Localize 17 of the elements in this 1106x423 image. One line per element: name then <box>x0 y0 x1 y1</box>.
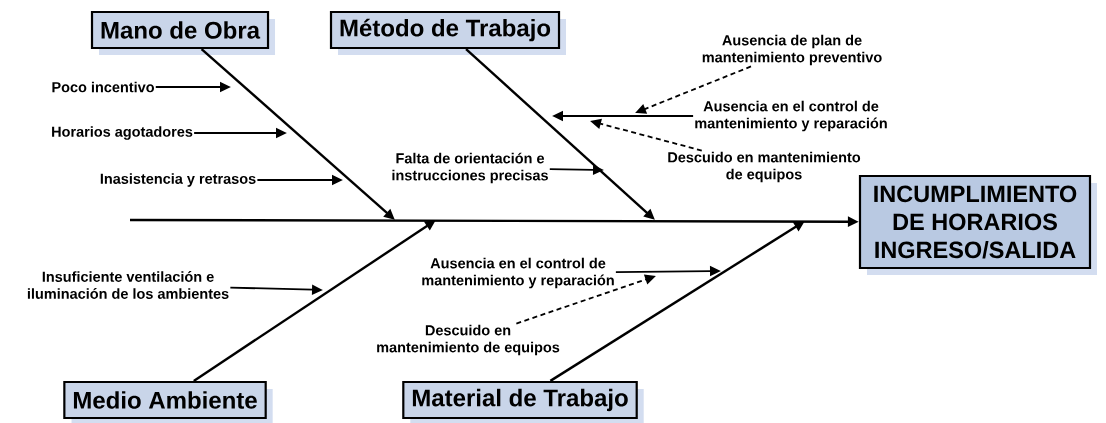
cause-text: Insuficiente ventilación e iluminación de los ambientes <box>27 271 229 299</box>
effect-box: INCUMPLIMIENTO DE HORARIOS INGRESO/SALIDA <box>858 174 1097 275</box>
cause-text: Falta de orientación e instrucciones precisas <box>392 152 548 184</box>
cause-text: Descuido en mantenimiento de equipos <box>668 151 861 183</box>
cause-text: Ausencia en el control de mantenimiento y reparación <box>695 100 887 132</box>
cause-text: Poco incentivo <box>52 81 154 93</box>
category-box: Mano de Obra <box>90 10 275 55</box>
bone-arrow <box>200 48 395 220</box>
cause-text: Inasistencia y retrasos <box>100 173 256 187</box>
cause-text: Descuido en mantenimiento de equipos <box>377 324 560 356</box>
cause-text: Horarios agotadores <box>52 126 193 140</box>
cause-text: Ausencia en el control de mantenimiento y reparación <box>422 257 614 289</box>
bone-arrow <box>465 48 655 220</box>
category-box: Material de Trabajo <box>402 380 644 423</box>
cause-text: Ausencia de plan de mantenimiento preventivo <box>702 34 882 66</box>
category-box: Medio Ambiente <box>63 380 273 423</box>
category-box: Método de Trabajo <box>329 10 566 55</box>
